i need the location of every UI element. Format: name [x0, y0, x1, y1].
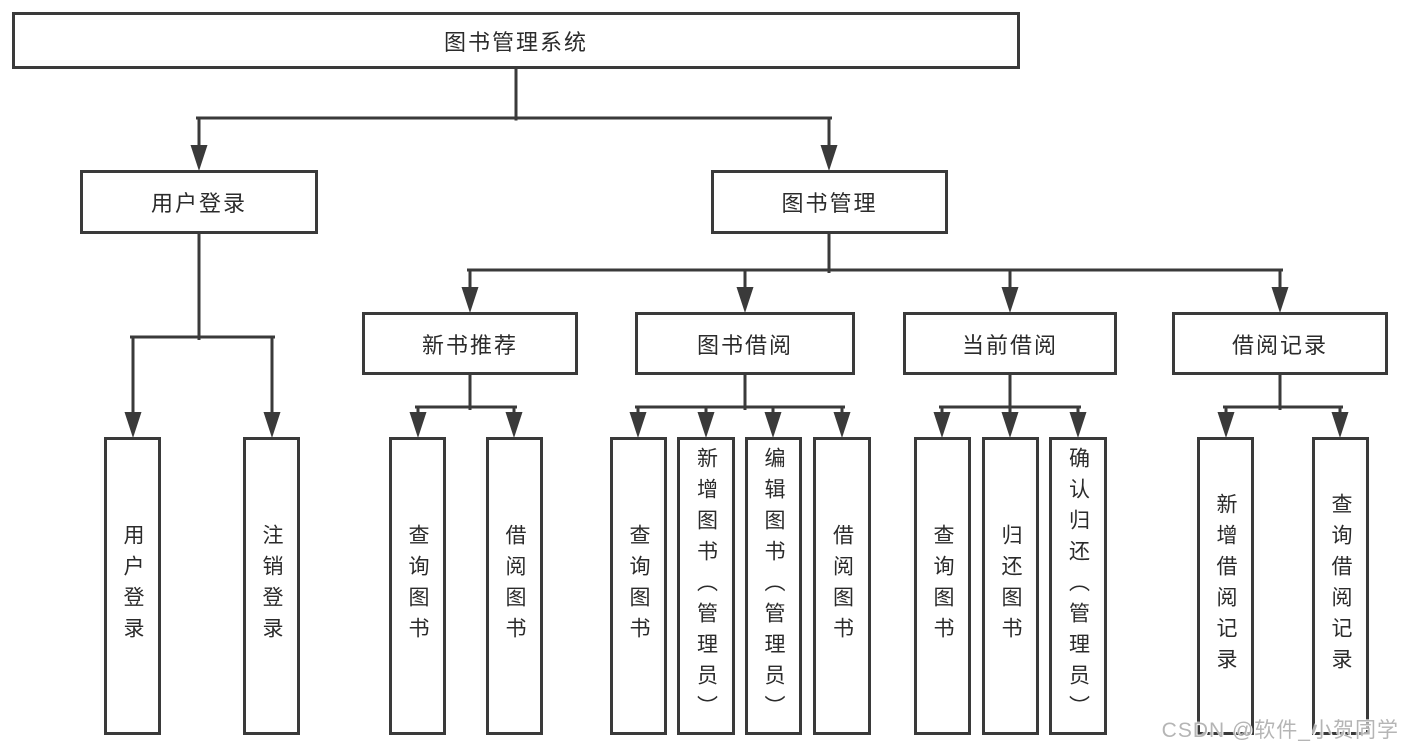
leaf-edit-book-admin: 编辑图书（管理员）	[745, 437, 802, 735]
leaf-query-borrow-record: 查询借阅记录	[1312, 437, 1369, 735]
node-borrowing-records: 借阅记录	[1172, 312, 1388, 375]
leaf-query-borrow-record-label: 查询借阅记录	[1329, 493, 1352, 679]
arrowhead-icon	[736, 287, 754, 313]
arrowhead-icon	[1001, 412, 1019, 438]
leaf-logout-label: 注销登录	[260, 524, 283, 648]
arrowhead-icon	[1331, 412, 1349, 438]
leaf-query-book-recommend: 查询图书	[389, 437, 446, 735]
leaf-user-login: 用户登录	[104, 437, 161, 735]
leaf-edit-book-admin-label: 编辑图书（管理员）	[762, 446, 785, 726]
node-user-login-label: 用户登录	[150, 191, 247, 216]
leaf-return-book: 归还图书	[982, 437, 1039, 735]
leaf-borrow-book: 借阅图书	[813, 437, 871, 735]
arrowhead-icon	[1001, 287, 1019, 313]
arrowhead-icon	[263, 412, 281, 438]
leaf-user-login-label: 用户登录	[121, 524, 144, 648]
leaf-query-book-current: 查询图书	[914, 437, 971, 735]
arrowhead-icon	[461, 287, 479, 313]
node-borrowing-records-label: 借阅记录	[1231, 332, 1328, 358]
arrowhead-icon	[1069, 412, 1087, 438]
arrowhead-icon	[820, 145, 838, 171]
arrowhead-icon	[1217, 412, 1235, 438]
node-book-borrowing: 图书借阅	[635, 312, 855, 375]
node-root-label: 图书管理系统	[443, 29, 588, 55]
node-current-borrowing: 当前借阅	[903, 312, 1117, 375]
leaf-query-book-recommend-label: 查询图书	[406, 524, 429, 648]
leaf-logout: 注销登录	[243, 437, 300, 735]
leaf-borrow-book-recommend: 借阅图书	[486, 437, 543, 735]
arrowhead-icon	[124, 412, 142, 438]
node-new-book-recommend-label: 新书推荐	[421, 332, 518, 358]
leaf-query-book-current-label: 查询图书	[931, 524, 954, 648]
node-book-management: 图书管理	[711, 170, 948, 234]
node-user-login: 用户登录	[80, 170, 318, 234]
watermark: CSDN @软件_小贺同学	[1161, 719, 1399, 742]
arrowhead-icon	[190, 145, 208, 171]
arrowhead-icon	[505, 412, 523, 438]
leaf-add-book-admin-label: 新增图书（管理员）	[694, 446, 718, 726]
leaf-borrow-book-label: 借阅图书	[830, 524, 854, 648]
leaf-add-borrow-record-label: 新增借阅记录	[1214, 493, 1237, 679]
arrowhead-icon	[697, 412, 715, 438]
leaf-query-book-borrow: 查询图书	[610, 437, 667, 735]
node-root: 图书管理系统	[12, 12, 1020, 69]
node-book-management-label: 图书管理	[781, 191, 878, 216]
leaf-query-book-borrow-label: 查询图书	[627, 524, 650, 648]
node-current-borrowing-label: 当前借阅	[961, 332, 1058, 358]
leaf-add-borrow-record: 新增借阅记录	[1197, 437, 1254, 735]
node-new-book-recommend: 新书推荐	[362, 312, 578, 375]
leaf-confirm-return-admin-label: 确认归还（管理员）	[1066, 446, 1090, 726]
leaf-return-book-label: 归还图书	[999, 524, 1022, 648]
node-book-borrowing-label: 图书借阅	[696, 332, 793, 358]
arrowhead-icon	[629, 412, 647, 438]
arrowhead-icon	[833, 412, 851, 438]
leaf-add-book-admin: 新增图书（管理员）	[677, 437, 735, 735]
leaf-borrow-book-recommend-label: 借阅图书	[503, 524, 526, 648]
arrowhead-icon	[409, 412, 427, 438]
arrowhead-icon	[764, 412, 782, 438]
arrowhead-icon	[1271, 287, 1289, 313]
leaf-confirm-return-admin: 确认归还（管理员）	[1049, 437, 1107, 735]
arrowhead-icon	[933, 412, 951, 438]
